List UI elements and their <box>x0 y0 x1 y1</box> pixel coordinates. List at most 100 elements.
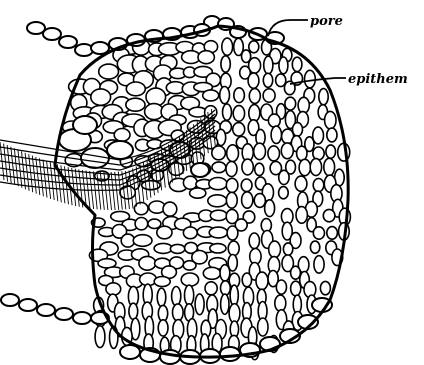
epithem-cell <box>222 38 233 55</box>
epithem-cell <box>241 179 252 192</box>
upper-epidermis-cell <box>59 36 77 48</box>
lower-epidermis-cell <box>55 308 73 320</box>
epithem-cell <box>279 170 289 184</box>
tracheid-thickening <box>47 161 51 199</box>
epithem-cell <box>291 281 301 296</box>
epithem-cell <box>183 176 197 189</box>
epithem-cell <box>221 56 230 72</box>
epithem-cell <box>265 200 275 217</box>
tracheid-thickening <box>32 156 36 194</box>
epithem-cell <box>313 147 324 160</box>
epithem-cell <box>249 233 259 249</box>
epithem-cell <box>254 143 266 159</box>
tracheid-thickening <box>75 169 79 207</box>
epithem-cell <box>327 128 337 142</box>
epithem-cell <box>299 159 310 175</box>
epithem-cell <box>95 326 105 348</box>
epithem-cell <box>227 145 239 162</box>
epithem-cell <box>139 256 156 270</box>
epithem-cell <box>249 89 260 104</box>
epithem-cell <box>279 57 288 74</box>
epithem-cell <box>275 295 286 311</box>
epithem-cell <box>172 287 181 306</box>
epithem-cell <box>313 227 324 239</box>
epithem-cell <box>327 227 338 240</box>
epithem-cell <box>242 159 253 175</box>
epithem-cell <box>212 146 226 160</box>
epithem-cell <box>158 320 168 336</box>
epithem-cell <box>195 294 204 315</box>
epithem-cell <box>249 41 259 53</box>
upper-epidermis-cell <box>43 28 61 40</box>
epithem-cell <box>320 281 330 294</box>
epithem-cell <box>99 64 119 79</box>
epithem-cell <box>190 188 206 198</box>
epithem-cell <box>268 146 280 161</box>
epithem-cell <box>173 304 184 321</box>
epithem-cell <box>154 277 170 287</box>
epithem-cell <box>269 241 281 258</box>
epithem-cell <box>242 273 251 287</box>
epithem-cell <box>198 51 214 64</box>
epithem-cell <box>203 90 219 101</box>
epithem-cell <box>297 146 307 160</box>
lower-epidermis-cell <box>220 347 240 361</box>
lower-epidermis-cell <box>19 299 37 311</box>
upper-epidermis-cell <box>75 44 93 56</box>
epithem-cell <box>271 126 281 143</box>
tracheid-thickening <box>72 168 76 206</box>
epithem-cell <box>230 285 238 306</box>
epithem-cell <box>183 227 197 239</box>
epithem-cell <box>263 73 272 87</box>
epithem-cell <box>281 143 293 159</box>
epithem-cell <box>185 285 194 305</box>
epithem-cell <box>226 178 238 192</box>
epithem-cell <box>256 272 268 290</box>
pore-label: pore <box>310 14 343 29</box>
tracheid-thickening <box>36 157 40 195</box>
epithem-cell <box>291 266 301 279</box>
epithem-cell <box>209 227 227 238</box>
epithem-cell <box>254 194 265 208</box>
tracheid-thickening <box>14 148 18 186</box>
epithem-cell <box>170 244 184 253</box>
epithem-cell <box>319 89 328 105</box>
epithem-cell <box>158 305 167 321</box>
tracheid-thickening <box>43 160 47 198</box>
upper-epidermis-cell <box>27 22 45 34</box>
epithem-cell <box>220 265 230 281</box>
epithem-cell <box>210 244 226 253</box>
tracheid-thickening <box>7 145 11 183</box>
epithem-cell <box>242 192 253 208</box>
epithem-cell <box>226 162 237 177</box>
epithem-cell <box>268 114 280 127</box>
lower-epidermis-cell <box>37 304 55 316</box>
tracheid-thickening <box>11 147 15 185</box>
epithem-cell <box>296 207 307 224</box>
epithem-cell <box>292 57 302 71</box>
epithem-cell <box>154 243 172 253</box>
epithem-cell <box>208 195 227 207</box>
epithem-cell <box>221 294 229 314</box>
epithem-cell <box>233 106 244 122</box>
epithem-cell <box>305 70 316 88</box>
epithem-cell <box>249 105 260 122</box>
epithem-cell <box>157 288 166 306</box>
epithem-cell <box>126 82 145 96</box>
epithem-cell <box>203 267 220 279</box>
epithem-label: epithem <box>348 72 408 87</box>
epithem-cell <box>276 280 286 294</box>
lower-epidermis-cell <box>73 312 91 324</box>
epithem-cell <box>279 187 289 199</box>
epithem-cell <box>212 162 226 173</box>
epithem-cell <box>183 261 196 270</box>
epithem-cell <box>310 241 319 253</box>
epithem-cell <box>91 89 111 105</box>
tracheid-thickening <box>111 172 115 210</box>
epithem-cell <box>205 282 217 295</box>
epithem-cell <box>285 97 296 110</box>
epithem-cell <box>126 98 145 111</box>
epithem-cell <box>209 178 227 190</box>
tracheid-thickening <box>18 150 22 188</box>
